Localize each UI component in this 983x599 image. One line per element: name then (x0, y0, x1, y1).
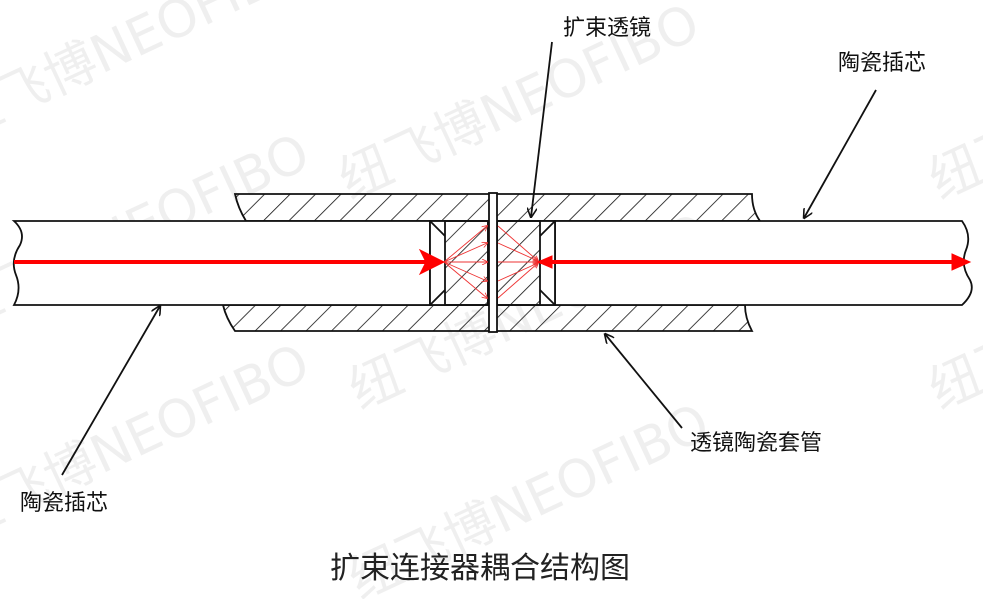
leader-line-ferrule-left (61, 306, 160, 476)
label-ceramic-ferrule-left: 陶瓷插芯 (20, 491, 108, 516)
label-ceramic-ferrule-right: 陶瓷插芯 (838, 51, 926, 76)
leader-line-ferrule-right (804, 89, 877, 218)
watermark: 纽飞博NEOFIBO (0, 333, 319, 552)
leader-line-lens (531, 41, 553, 217)
light-beam (14, 248, 972, 276)
watermark: 纽飞博NEOFIBO (920, 0, 983, 212)
diagram-title: 扩束连接器耦合结构图 (330, 551, 630, 586)
light-rays (443, 226, 538, 298)
center-gap (488, 192, 498, 333)
leader-line-sleeve (605, 334, 683, 429)
label-lens-ceramic-sleeve: 透镜陶瓷套管 (690, 431, 822, 456)
watermark: 纽飞博NEOFIBO (0, 0, 319, 152)
label-expanded-beam-lens: 扩束透镜 (563, 16, 651, 41)
watermark: 纽飞博NEOFIBO (330, 0, 708, 212)
